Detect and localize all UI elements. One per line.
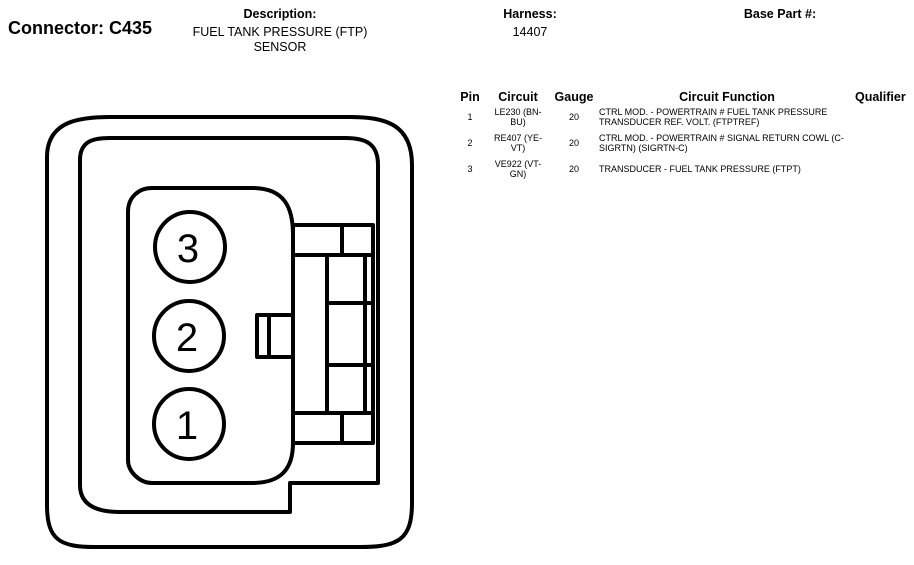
column-header-pin: Pin	[460, 90, 480, 104]
cell-pin: 2	[467, 138, 473, 148]
column-header-circuit: Circuit	[498, 90, 538, 104]
connector-face-diagram: 3 2 1	[45, 115, 414, 549]
cell-circuit: RE407 (YE-VT)	[493, 133, 543, 153]
cell-qualifier	[855, 156, 906, 182]
cell-gauge: 20	[568, 112, 579, 122]
cell-circuit-function: TRANSDUCER - FUEL TANK PRESSURE (FTPT)	[599, 164, 801, 174]
cell-circuit: VE922 (VT-GN)	[494, 159, 542, 179]
description-value: FUEL TANK PRESSURE (FTP) SENSOR	[192, 25, 368, 54]
cell-qualifier	[855, 104, 906, 130]
pin-1-cavity	[152, 387, 226, 461]
cell-circuit-function: CTRL MOD. - POWERTRAIN # FUEL TANK PRESS…	[599, 107, 828, 127]
connector-title: Connector: C435	[8, 18, 153, 38]
connector-latch	[291, 223, 375, 445]
cell-circuit: LE230 (BN-BU)	[494, 107, 542, 127]
table-header-row: Pin Circuit Gauge Circuit Function Quali…	[453, 86, 906, 104]
connector-outer-shell	[45, 115, 414, 549]
column-header-gauge: Gauge	[554, 90, 594, 104]
connector-inner-body	[78, 136, 380, 514]
pin-cavity-block	[126, 186, 295, 485]
cell-pin: 1	[467, 112, 473, 122]
harness-value: 14407	[512, 25, 548, 39]
pin-1-label: 1	[176, 404, 198, 448]
table-row: 3 VE922 (VT-GN) 20 TRANSDUCER - FUEL TAN…	[453, 156, 906, 182]
connector-key-tab	[255, 313, 293, 359]
description-label: Description:	[243, 7, 317, 21]
table-row: 2 RE407 (YE-VT) 20 CTRL MOD. - POWERTRAI…	[453, 130, 906, 156]
harness-label: Harness:	[503, 7, 557, 21]
pin-3-label: 3	[177, 227, 199, 271]
base-part-label: Base Part #:	[743, 7, 817, 21]
cell-gauge: 20	[568, 164, 579, 174]
cell-gauge: 20	[568, 138, 579, 148]
column-header-circuit-function: Circuit Function	[679, 90, 775, 104]
cell-qualifier	[855, 130, 906, 156]
table-row: 1 LE230 (BN-BU) 20 CTRL MOD. - POWERTRAI…	[453, 104, 906, 130]
column-header-qualifier: Qualifier	[855, 90, 906, 104]
cell-circuit-function: CTRL MOD. - POWERTRAIN # SIGNAL RETURN C…	[599, 133, 844, 153]
cell-pin: 3	[467, 164, 473, 174]
pin-table: Pin Circuit Gauge Circuit Function Quali…	[453, 86, 906, 182]
pin-2-cavity	[152, 299, 226, 373]
pin-2-label: 2	[176, 316, 198, 360]
pin-3-cavity	[153, 210, 227, 284]
